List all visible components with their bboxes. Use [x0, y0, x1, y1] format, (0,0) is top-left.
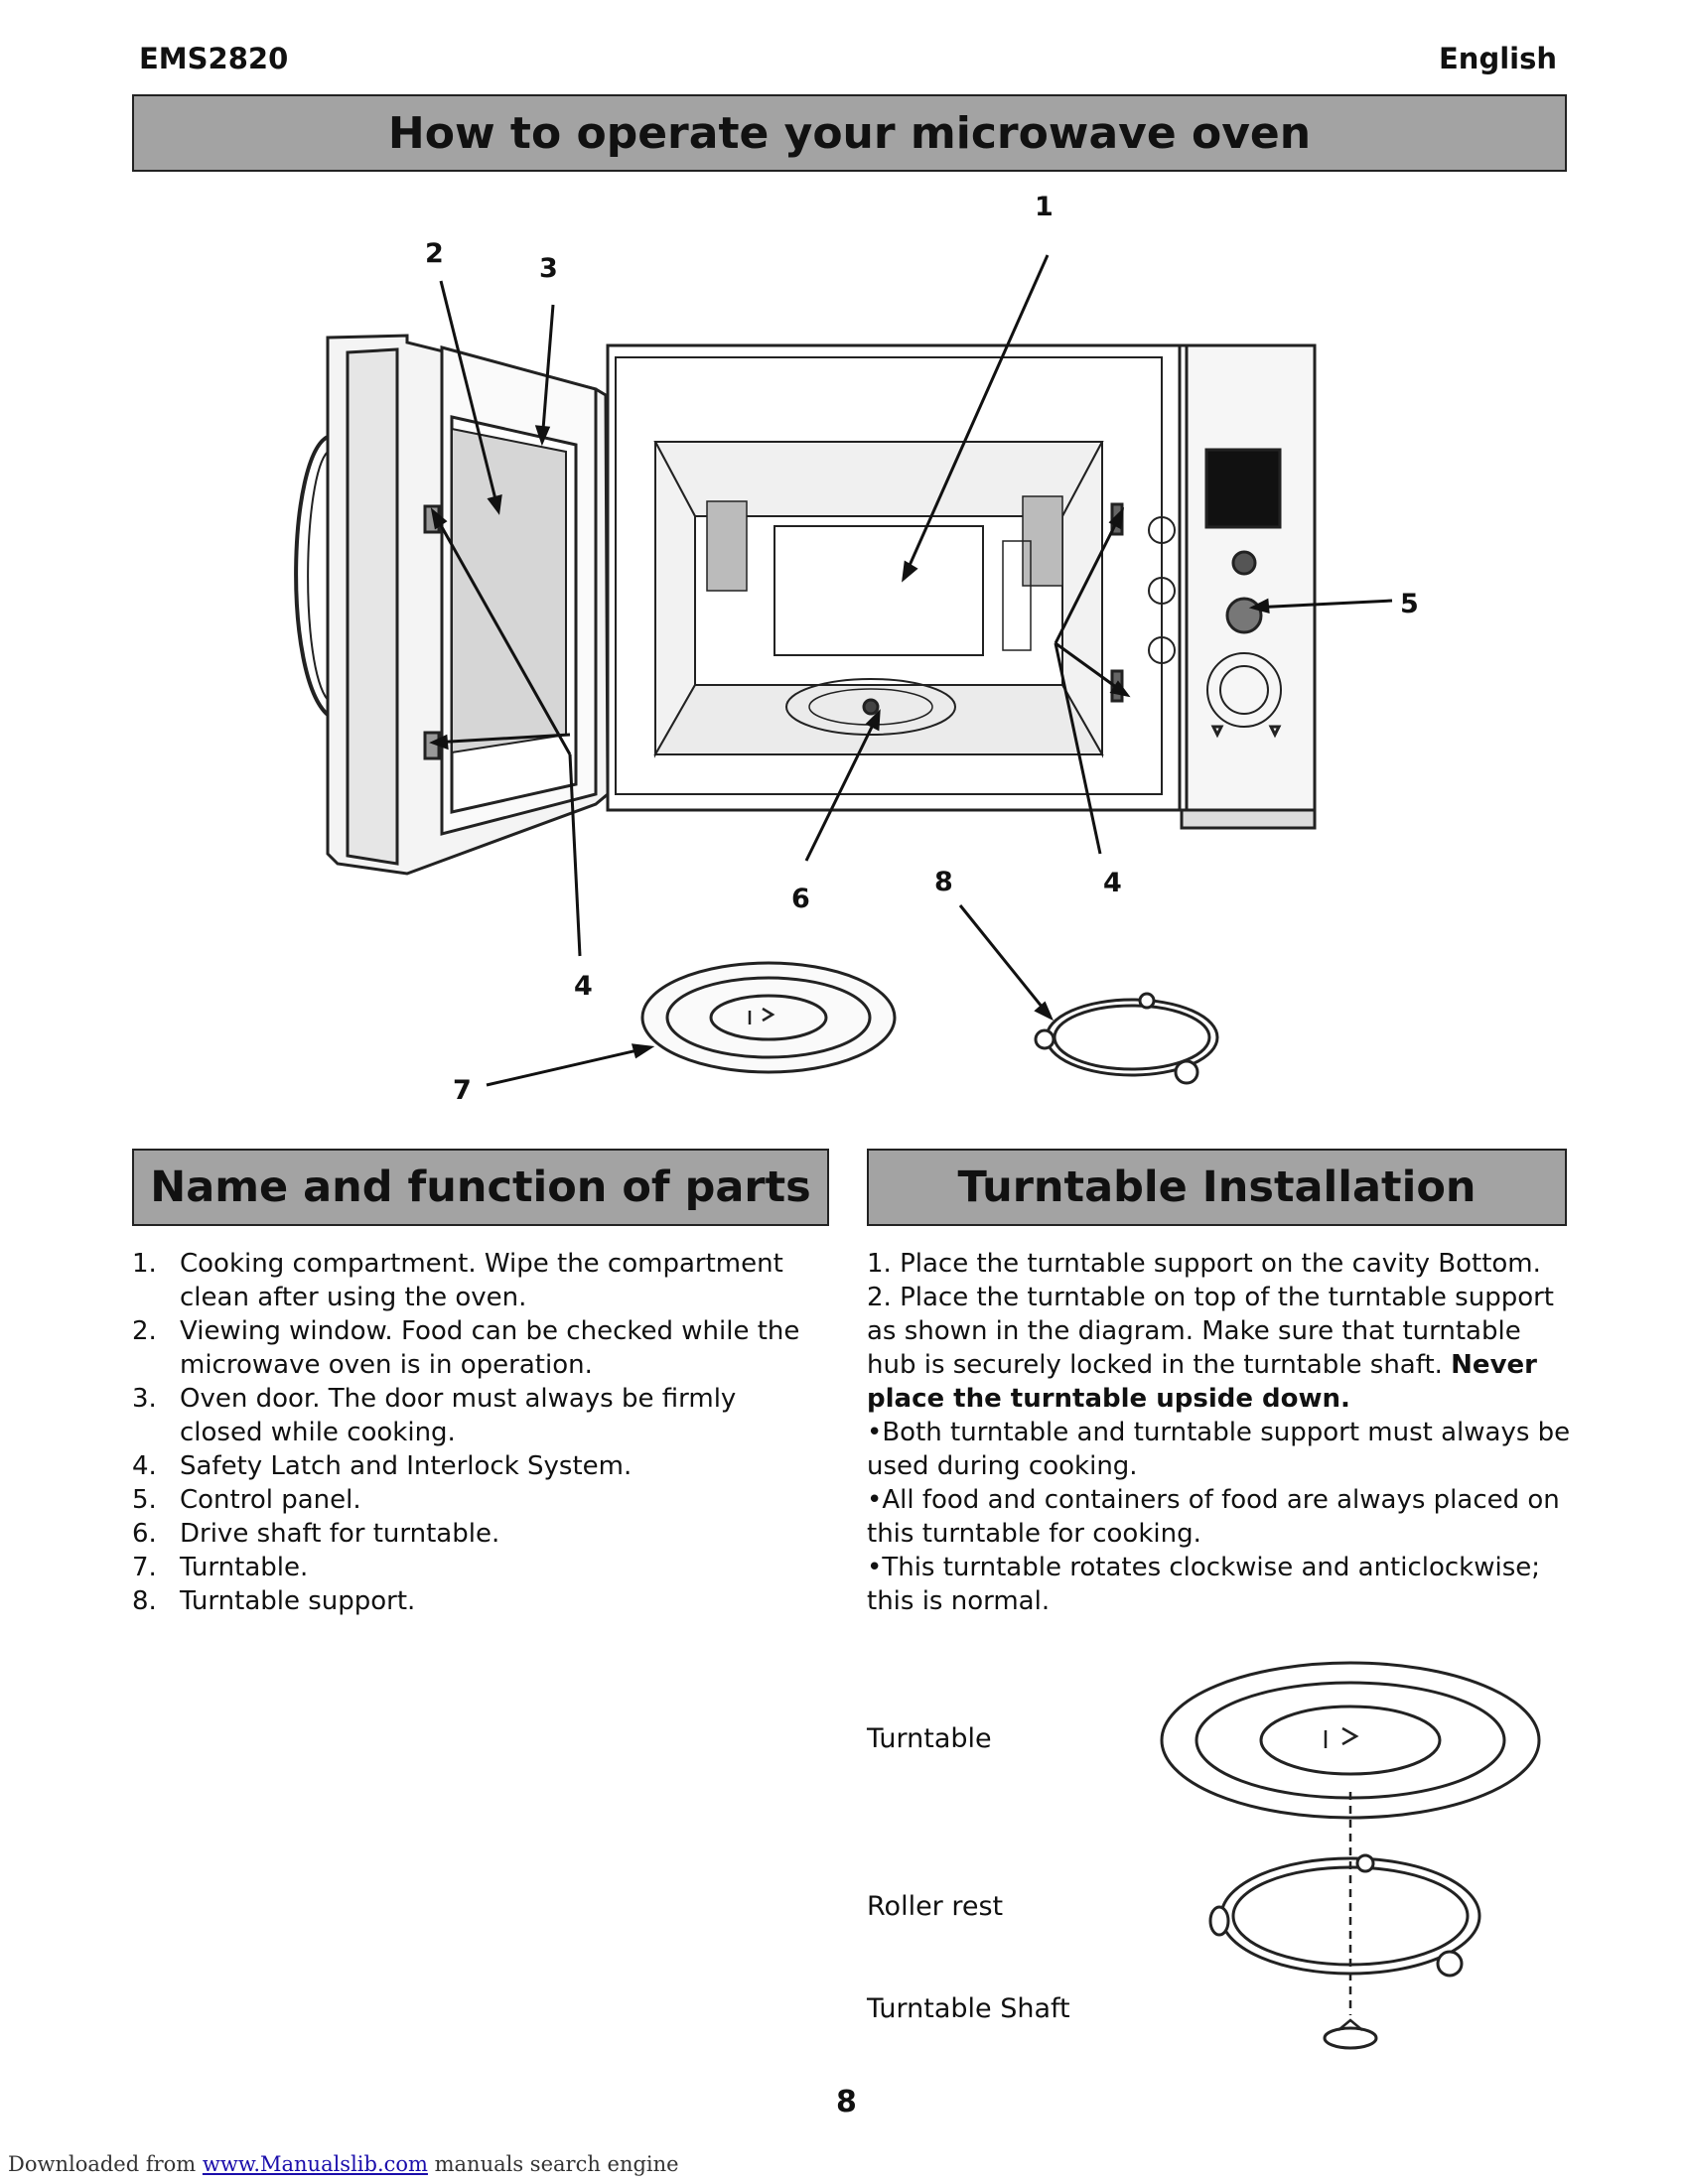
- label-roller-rest: Roller rest: [867, 1891, 1004, 1922]
- page-number: 8: [836, 2085, 857, 2119]
- step-1: 1. Place the turntable support on the ca…: [867, 1249, 1541, 1279]
- bullet-item: •All food and containers of food are alw…: [867, 1485, 1560, 1549]
- callout-4-right: 4: [1103, 868, 1122, 898]
- page-title: How to operate your microwave oven: [387, 107, 1312, 159]
- label-turntable-shaft: Turntable Shaft: [867, 1993, 1070, 2024]
- microwave-diagram: [294, 254, 1393, 1087]
- callout-7: 7: [453, 1075, 472, 1106]
- parts-heading: Name and function of parts: [150, 1162, 811, 1212]
- page-title-banner: How to operate your microwave oven: [132, 94, 1567, 172]
- callout-6: 6: [791, 884, 810, 914]
- list-item: 6.Drive shaft for turntable.: [132, 1519, 500, 1549]
- list-item: 1.Cooking compartment. Wipe the compartm…: [132, 1249, 783, 1312]
- turntable-heading: Turntable Installation: [957, 1162, 1477, 1212]
- list-item: 3.Oven door. The door must always be fir…: [132, 1384, 737, 1447]
- turntable-instructions: 1. Place the turntable support on the ca…: [867, 1247, 1572, 1618]
- callout-2: 2: [425, 238, 444, 269]
- bullet-item: •This turntable rotates clockwise and an…: [867, 1553, 1541, 1616]
- parts-list: 1.Cooking compartment. Wipe the compartm…: [132, 1247, 827, 1618]
- callout-3: 3: [539, 253, 558, 284]
- list-item: 7.Turntable.: [132, 1553, 309, 1582]
- turntable-assembly-diagram: [1160, 1661, 1541, 2050]
- warning-text: Never place the turntable upside down.: [867, 1350, 1537, 1414]
- label-turntable: Turntable: [867, 1723, 992, 1754]
- manualslib-link[interactable]: www.Manualslib.com: [202, 2152, 428, 2176]
- callout-5: 5: [1400, 589, 1419, 619]
- list-item: 4.Safety Latch and Interlock System.: [132, 1451, 633, 1481]
- step-2: 2. Place the turntable on top of the tur…: [867, 1283, 1554, 1414]
- language-label: English: [1438, 42, 1557, 75]
- callout-8: 8: [934, 867, 953, 897]
- footer: Downloaded from www.Manualslib.com manua…: [8, 2152, 679, 2176]
- parts-heading-banner: Name and function of parts: [132, 1149, 829, 1226]
- bullet-item: •Both turntable and turntable support mu…: [867, 1418, 1571, 1481]
- list-item: 5.Control panel.: [132, 1485, 361, 1515]
- callout-4-left: 4: [574, 971, 593, 1002]
- model-number: EMS2820: [139, 42, 289, 75]
- callout-1: 1: [1035, 192, 1054, 222]
- turntable-heading-banner: Turntable Installation: [867, 1149, 1567, 1226]
- list-item: 2.Viewing window. Food can be checked wh…: [132, 1316, 800, 1380]
- list-item: 8.Turntable support.: [132, 1586, 416, 1616]
